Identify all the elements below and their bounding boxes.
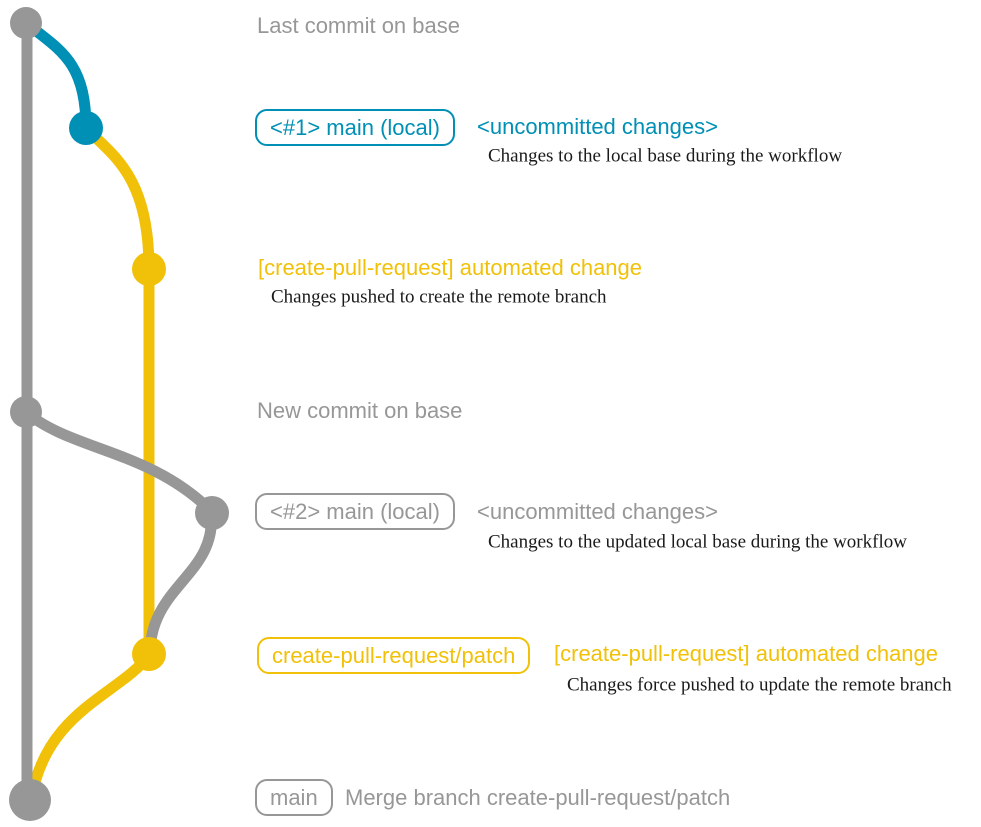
branch-line-blue-out: [22, 18, 92, 129]
branch-line-gray-back: [144, 510, 217, 655]
branch-line-gray-out: [22, 407, 215, 515]
message-uncommitted-changes-1: <uncommitted changes>: [477, 114, 718, 139]
commit-dot-automated-change-1: [132, 252, 166, 286]
note-automated-change-2: Changes force pushed to update the remot…: [567, 674, 952, 696]
note-local-base-changes-2: Changes to the updated local base during…: [488, 531, 907, 553]
commit-dot-new-commit-on-base: [10, 396, 42, 428]
commit-dot-main-local-2: [195, 496, 229, 530]
message-automated-change-2: [create-pull-request] automated change: [554, 641, 939, 666]
message-merge-branch: Merge branch create-pull-request/patch: [345, 785, 731, 810]
badge-main-local-1: <#1> main (local): [255, 109, 455, 146]
badge-main: main: [255, 779, 333, 816]
label-last-commit-on-base: Last commit on base: [257, 13, 460, 38]
message-uncommitted-changes-2: <uncommitted changes>: [477, 499, 718, 524]
commit-dot-last-commit-on-base: [10, 7, 42, 39]
commit-dot-merge: [9, 779, 51, 821]
commit-dot-automated-change-2: [132, 637, 166, 671]
note-local-base-changes-1: Changes to the local base during the wor…: [488, 145, 843, 167]
branch-line-yellow-merge: [25, 650, 155, 802]
note-automated-change-1: Changes pushed to create the remote bran…: [271, 286, 607, 308]
badge-create-pull-request-patch: create-pull-request/patch: [257, 637, 531, 674]
commit-dot-main-local-1: [69, 111, 103, 145]
badge-main-local-2: <#2> main (local): [255, 493, 455, 530]
branch-line-yellow-out: [82, 124, 155, 270]
label-new-commit-on-base: New commit on base: [257, 398, 463, 423]
message-automated-change-1: [create-pull-request] automated change: [258, 255, 643, 280]
